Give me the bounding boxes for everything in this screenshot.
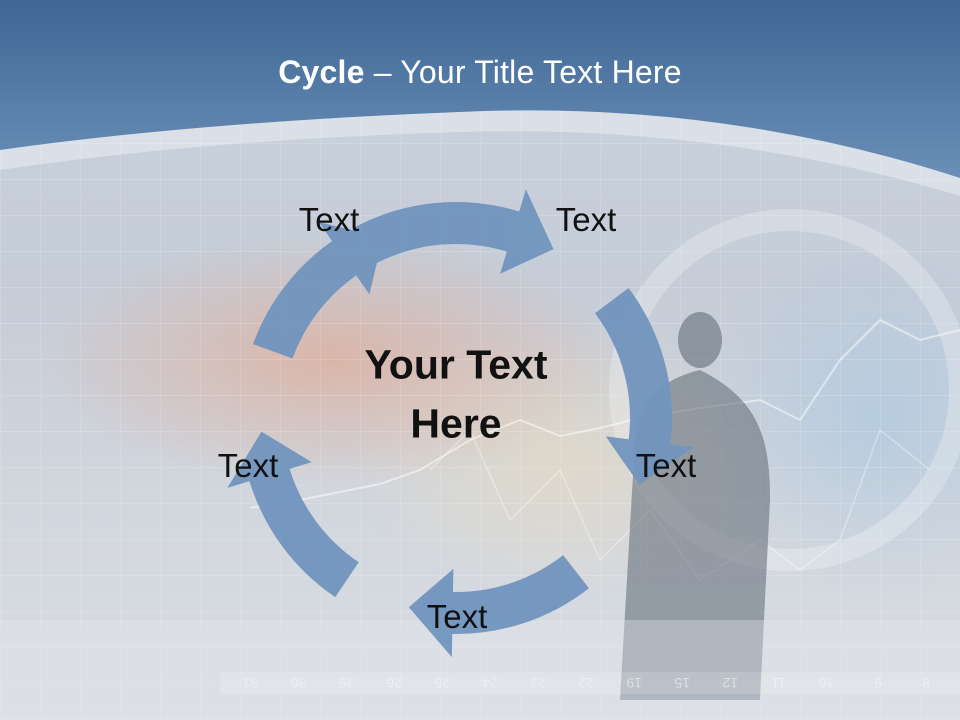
axis-number: 12 <box>722 675 738 691</box>
cycle-node-label-4: Text <box>426 598 488 635</box>
axis-number: 23 <box>530 675 546 691</box>
axis-number: 30 <box>290 675 306 691</box>
background-circle <box>609 209 960 571</box>
title-rest: Your Title Text Here <box>400 54 682 90</box>
axis-number: 8 <box>922 675 930 691</box>
cycle-arrow-5 <box>253 222 383 359</box>
axis-number: 25 <box>434 675 450 691</box>
cycle-arrow-1 <box>354 189 554 274</box>
cycle-arrow-2 <box>594 288 694 485</box>
title-separator: – <box>364 54 401 90</box>
cycle-node-label-2: Text <box>555 201 617 238</box>
header-curve-highlight <box>0 110 960 196</box>
header-band <box>0 0 960 178</box>
cycle-node-label-3: Text <box>635 447 697 484</box>
axis-number: 26 <box>386 675 402 691</box>
axis-number: 11 <box>771 675 786 691</box>
axis-number: 10 <box>818 675 834 691</box>
background-axis-numbers: 8 9 10 11 12 15 19 22 23 24 25 26 29 30 31 <box>242 675 930 691</box>
background-axis-strip <box>220 672 960 694</box>
axis-number: 22 <box>578 675 594 691</box>
title-bold: Cycle <box>278 54 365 90</box>
background-line-chart <box>249 318 960 509</box>
axis-number: 19 <box>626 675 642 691</box>
axis-number: 24 <box>482 675 498 691</box>
axis-number: 31 <box>242 675 258 691</box>
cycle-arrow-4 <box>227 431 359 598</box>
cycle-node-label-1: Text <box>298 201 360 238</box>
cycle-arrow-3 <box>408 555 589 658</box>
axis-number: 15 <box>674 675 690 691</box>
center-text: Your Text Here <box>364 341 548 447</box>
axis-number: 9 <box>874 675 882 691</box>
slide-title: Cycle – Your Title Text Here <box>0 54 960 91</box>
cycle-node-label-5: Text <box>217 447 279 484</box>
axis-number: 29 <box>338 675 354 691</box>
